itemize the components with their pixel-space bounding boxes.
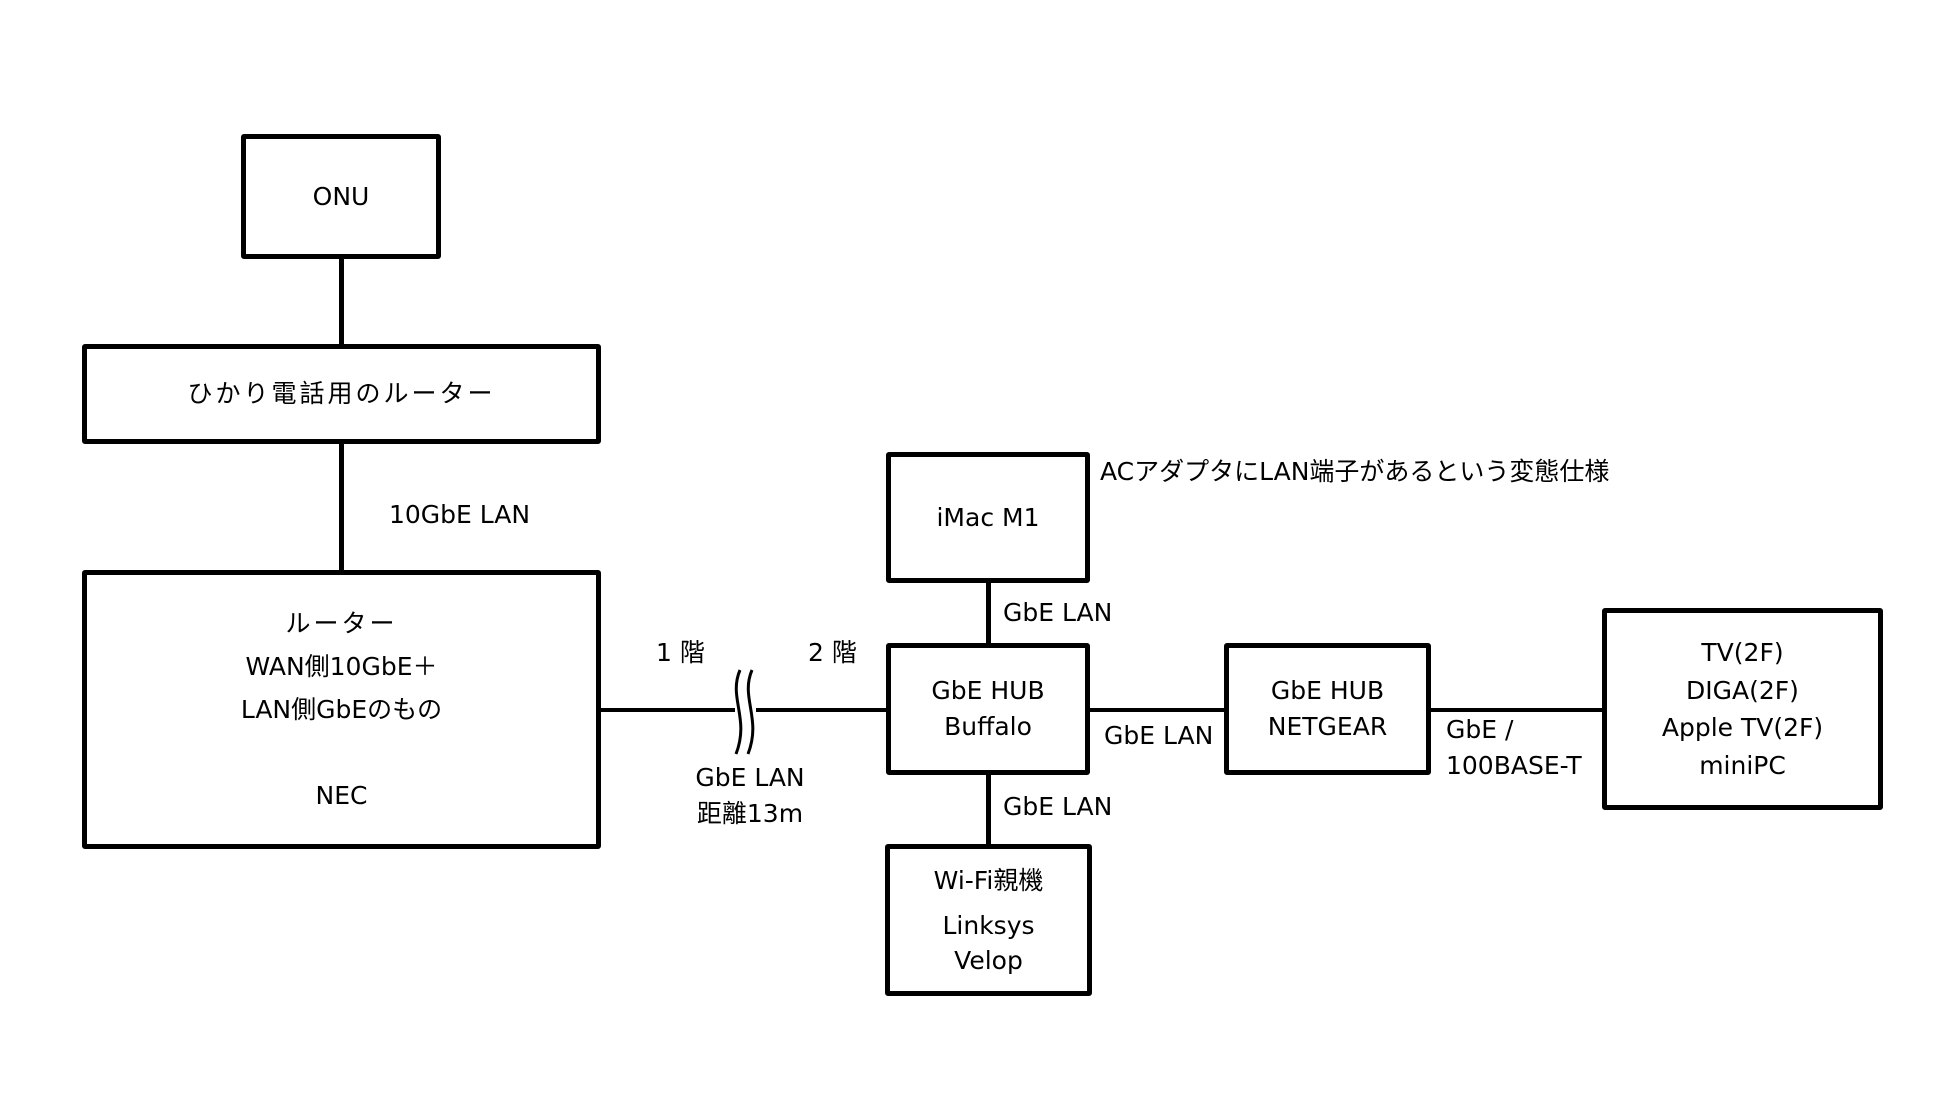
node-label: ひかり電話用のルーター — [187, 379, 496, 409]
node-phone-router: ひかり電話用のルーター — [82, 344, 601, 444]
edge-label-netgear-tv: GbE / 100BASE-T — [1446, 712, 1582, 785]
line-break-icon — [734, 669, 755, 755]
edge-label-buffalo-netgear: GbE LAN — [1104, 721, 1214, 750]
edge-label-router-buffalo: GbE LAN 距離13m — [690, 760, 810, 833]
edge-label-imac-buffalo: GbE LAN — [1003, 598, 1113, 627]
node-label-line: Apple TV(2F) — [1661, 713, 1824, 742]
edge-label-10gbe: 10GbE LAN — [389, 500, 531, 529]
edge-label-line: GbE LAN — [695, 763, 805, 792]
node-label-line: Wi-Fi親機 — [933, 865, 1044, 895]
edge-label-line: 100BASE-T — [1446, 751, 1582, 781]
node-label-line: NEC — [315, 781, 368, 810]
edge-label-line: 距離13m — [696, 799, 804, 829]
node-label-line: Buffalo — [944, 712, 1032, 741]
edge-buffalo-netgear — [1086, 708, 1227, 712]
node-label-line: Velop — [954, 945, 1023, 975]
node-label-line: Linksys — [942, 910, 1035, 940]
edge-phone-router-main-router — [339, 441, 344, 572]
node-label-line: DIGA(2F) — [1686, 675, 1799, 705]
edge-buffalo-wifi — [986, 772, 991, 846]
node-imac: iMac M1 — [886, 452, 1090, 583]
node-label-line: WAN側10GbE＋ — [245, 652, 438, 681]
node-label-line: ルーター — [285, 609, 398, 638]
edge-main-router-buffalo-left — [598, 708, 735, 712]
node-label-line: GbE HUB — [931, 675, 1045, 705]
node-label-line: NETGEAR — [1267, 712, 1388, 741]
node-label-line: LAN側GbEのもの — [240, 695, 443, 724]
floor-label-2f: 2 階 — [808, 638, 857, 667]
edge-main-router-buffalo-right — [756, 708, 888, 712]
node-tv-devices: TV(2F) DIGA(2F) Apple TV(2F) miniPC — [1602, 608, 1883, 810]
edge-label-buffalo-wifi: GbE LAN — [1003, 792, 1113, 821]
node-label-line: GbE HUB — [1270, 675, 1385, 705]
floor-label-1f: 1 階 — [656, 638, 705, 667]
node-onu: ONU — [241, 134, 441, 259]
node-label: iMac M1 — [936, 502, 1040, 532]
edge-onu-phone-router — [339, 257, 344, 347]
node-hub-buffalo: GbE HUB Buffalo — [886, 643, 1090, 775]
edge-label-line: GbE / — [1446, 715, 1514, 744]
edge-imac-buffalo — [986, 580, 991, 646]
node-main-router: ルーター WAN側10GbE＋ LAN側GbEのもの NEC — [82, 570, 601, 849]
node-label-line: TV(2F) — [1701, 638, 1784, 667]
imac-note: ACアダプタにLAN端子があるという変態仕様 — [1100, 457, 1610, 486]
node-hub-netgear: GbE HUB NETGEAR — [1224, 643, 1431, 775]
node-wifi: Wi-Fi親機 Linksys Velop — [885, 844, 1092, 996]
node-label: ONU — [312, 181, 370, 211]
edge-netgear-tv — [1428, 708, 1605, 712]
node-label-line: miniPC — [1699, 750, 1786, 780]
